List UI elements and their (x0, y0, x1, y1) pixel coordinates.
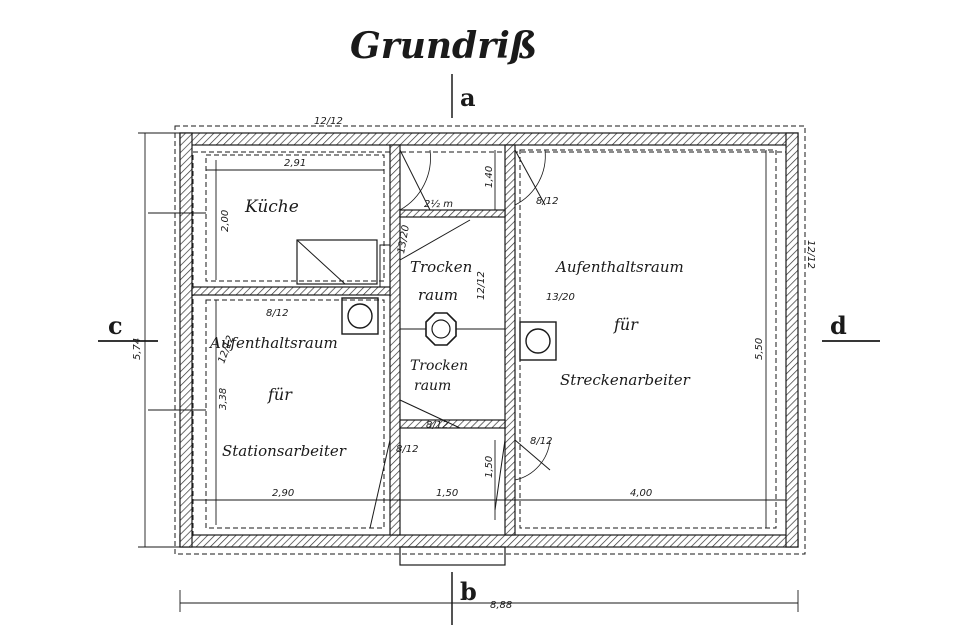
plan-title: Grundriß (350, 25, 537, 67)
station-room-outline (205, 299, 385, 529)
dim-5-74: 5,74 (132, 338, 143, 360)
section-mark-top: a (451, 74, 476, 118)
exterior-walls (179, 132, 799, 548)
section-mark-bottom: b (451, 572, 477, 625)
dim-8-88: 8,88 (490, 600, 512, 611)
dim-2-91: 2,91 (284, 158, 306, 169)
stove-right (519, 321, 557, 361)
dim-4-00: 4,00 (630, 488, 652, 499)
size-8-12-c: 8/12 (426, 420, 448, 431)
room-label-track-1: Aufenthaltsraum (554, 258, 684, 276)
stove-center (400, 312, 505, 346)
size-12-12-right: 12/12 (805, 240, 816, 269)
foundation-outline (174, 125, 806, 555)
size-8-12-b: 8/12 (536, 196, 558, 207)
section-label-top: a (460, 83, 476, 112)
stove-left (341, 297, 379, 335)
room-label-station-3: Stationsarbeiter (222, 442, 347, 460)
dim-1-40: 1,40 (484, 166, 495, 188)
dim-5-50: 5,50 (754, 338, 765, 360)
room-label-dry-2a: Trocken (410, 358, 468, 374)
kitchen-fixtures (205, 154, 391, 288)
size-12-12-mid: 12/12 (476, 271, 487, 300)
dim-2-90: 2,90 (272, 488, 294, 499)
section-label-right: d (830, 311, 847, 340)
size-12-12-top: 12/12 (314, 116, 343, 127)
dim-2-00: 2,00 (220, 210, 231, 232)
entrance-step (399, 546, 506, 566)
dim-1-50-vertical: 1,50 (484, 456, 495, 478)
room-label-kitchen: Küche (244, 197, 299, 217)
section-mark-left: c (98, 311, 158, 342)
room-label-station-1: Aufenthaltsraum (208, 334, 338, 352)
size-8-12-e: 8/12 (530, 436, 552, 447)
dim-2-half: 2½ m (424, 198, 453, 210)
room-label-dry-2b: raum (414, 378, 451, 394)
door-swings (369, 149, 551, 529)
room-label-station-2: für (267, 385, 293, 404)
section-label-left: c (108, 311, 123, 340)
size-13-20-a: 13/20 (396, 224, 412, 254)
dim-3-38: 3,38 (218, 388, 229, 410)
room-label-track-2: für (613, 315, 639, 334)
section-mark-right: d (822, 311, 880, 342)
section-label-bottom: b (460, 577, 477, 606)
size-8-12-a: 8/12 (266, 308, 288, 319)
dimension-lines (138, 132, 799, 612)
size-13-20-b: 13/20 (546, 292, 575, 303)
dim-1-50: 1,50 (436, 488, 458, 499)
room-label-track-3: Streckenarbeiter (560, 371, 691, 389)
track-room-outline (519, 149, 777, 529)
size-8-12-d: 8/12 (396, 444, 418, 455)
room-label-dry-1a: Trocken (410, 258, 472, 276)
room-label-dry-1b: raum (418, 286, 458, 304)
